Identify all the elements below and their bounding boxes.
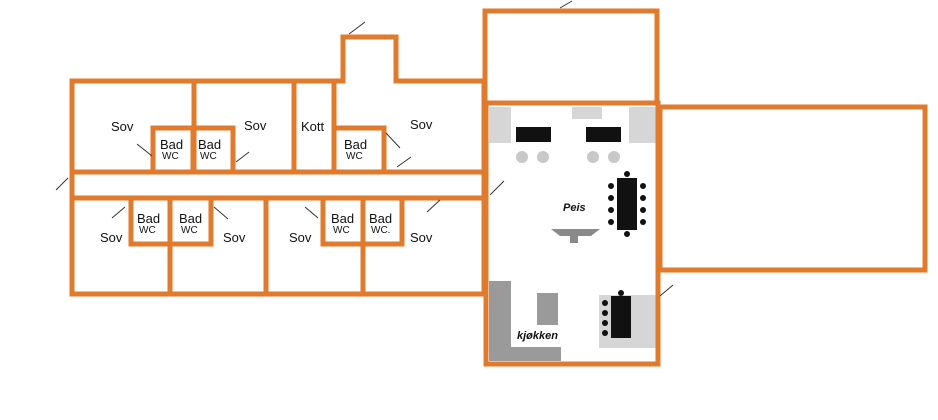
label-bad-7: Bad [369,211,392,226]
dining-table-upper [608,171,646,237]
label-sov-4: Sov [100,230,123,245]
hall-walls [482,8,928,367]
chair-2 [537,151,549,163]
label-kott: Kott [301,119,325,134]
label-sov-2: Sov [244,118,267,133]
floor-grey-left [489,107,511,143]
door-swings [55,0,674,297]
label-kjokken: kjøkken [517,330,558,342]
label-sov-5: Sov [223,230,246,245]
label-sov-7: Sov [410,230,433,245]
living-area [489,107,656,361]
floor-grey-top [572,107,602,119]
label-sov-6: Sov [289,230,312,245]
label-wc-6: WC [333,225,350,236]
label-wc-2: WC [200,151,217,162]
chair-4 [608,151,620,163]
sleeping-wing-walls [69,34,487,297]
label-wc-7: WC. [371,225,390,236]
kitchen-island [537,293,558,325]
room-labels: Sov Sov Kott Sov Bad WC Bad WC Bad WC Ba… [100,117,586,342]
label-bad-4: Bad [137,211,160,226]
floor-grey-right [629,107,656,143]
label-bad-6: Bad [331,211,354,226]
label-peis: Peis [563,202,586,214]
label-bad-2: Bad [198,137,221,152]
label-wc-1: WC [162,151,179,162]
chair-1 [516,151,528,163]
sofa-right [586,127,621,142]
label-bad-3: Bad [344,137,367,152]
kitchen-counter-left [489,281,511,361]
label-wc-5: WC [181,225,198,236]
sofa-left [516,127,551,142]
kitchen-counter-bottom [511,347,561,361]
label-wc-3: WC [346,151,363,162]
label-sov-1: Sov [111,119,134,134]
chair-3 [587,151,599,163]
label-sov-3: Sov [410,117,433,132]
fireplace [551,229,600,243]
label-wc-4: WC [139,225,156,236]
dining-table-lower [602,290,631,338]
label-bad-1: Bad [160,137,183,152]
label-bad-5: Bad [179,211,202,226]
